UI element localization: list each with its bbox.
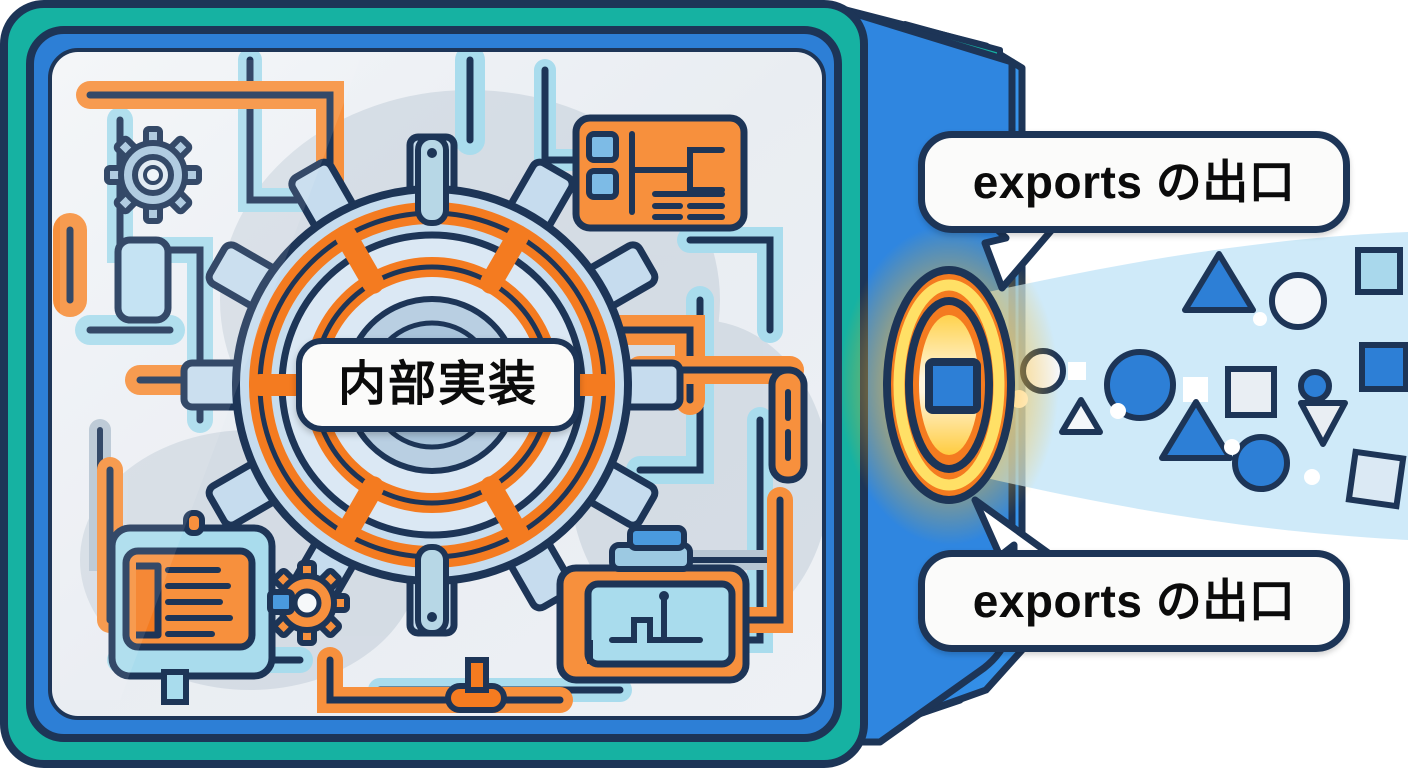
panel-topright bbox=[572, 114, 748, 232]
gear-small-bottomleft bbox=[264, 560, 350, 646]
panel-bottomleft bbox=[108, 510, 295, 705]
exports-portal bbox=[839, 225, 1059, 545]
callout-top-text: exports の出口 bbox=[972, 156, 1296, 208]
callout-bottom-text: exports の出口 bbox=[972, 575, 1296, 627]
card-left bbox=[114, 236, 172, 324]
slab-right bbox=[768, 366, 808, 484]
center-label-internal-implementation: 内部実装 bbox=[296, 338, 580, 432]
gear-small-topleft bbox=[104, 126, 202, 224]
callout-exports-bottom: exports の出口 bbox=[918, 550, 1350, 652]
callout-exports-top: exports の出口 bbox=[918, 131, 1350, 233]
center-label-text: 内部実装 bbox=[337, 358, 538, 411]
bottom-caps bbox=[445, 657, 507, 713]
panel-bottomright bbox=[556, 525, 750, 684]
